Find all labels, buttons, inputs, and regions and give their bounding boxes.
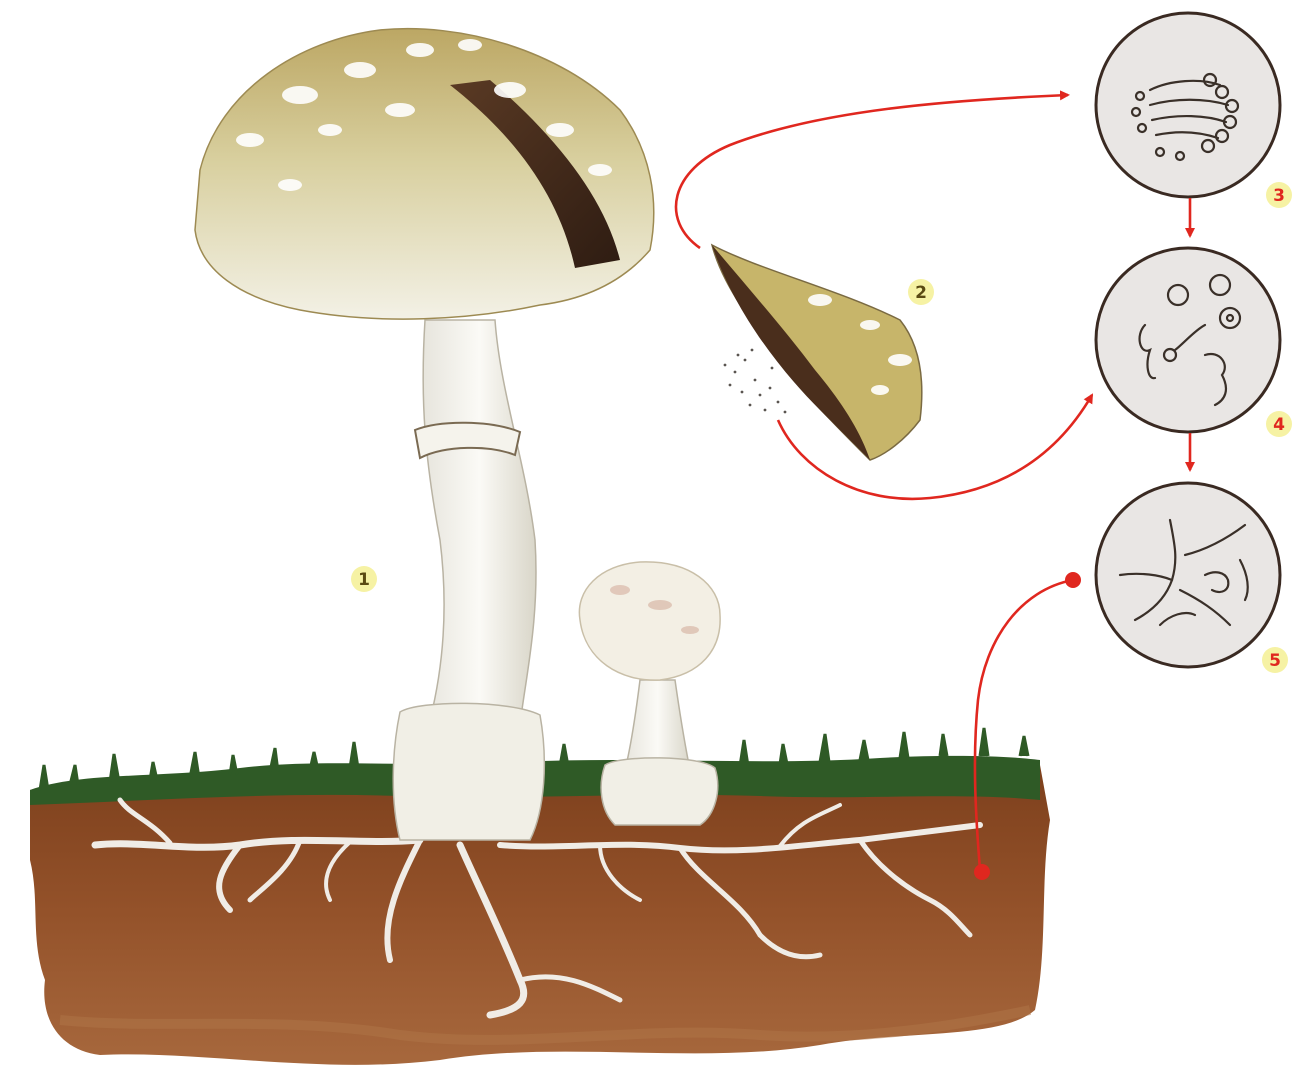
label-4: 4 xyxy=(1266,411,1292,437)
mushroom-cap xyxy=(195,29,654,319)
label-5: 5 xyxy=(1262,647,1288,673)
label-2: 2 xyxy=(908,279,934,305)
label-3-text: 3 xyxy=(1273,186,1285,206)
arrow-end-dot xyxy=(974,864,990,880)
arrow-fragment-to-basidia xyxy=(676,95,1068,248)
young-mushroom xyxy=(579,562,720,825)
micro-spores xyxy=(1096,248,1280,432)
label-3: 3 xyxy=(1266,182,1292,208)
label-1-text: 1 xyxy=(358,570,370,590)
label-5-text: 5 xyxy=(1269,651,1281,671)
mushroom-stem xyxy=(423,320,536,725)
micro-basidia xyxy=(1096,13,1280,197)
cap-fragment xyxy=(712,245,922,460)
micro-mycelium xyxy=(1096,483,1280,667)
label-4-text: 4 xyxy=(1273,415,1285,435)
label-1: 1 xyxy=(351,566,377,592)
mature-mushroom xyxy=(195,29,654,840)
label-2-text: 2 xyxy=(915,283,927,303)
arrow-start-dot xyxy=(1065,572,1081,588)
mushroom-volva xyxy=(393,703,544,840)
